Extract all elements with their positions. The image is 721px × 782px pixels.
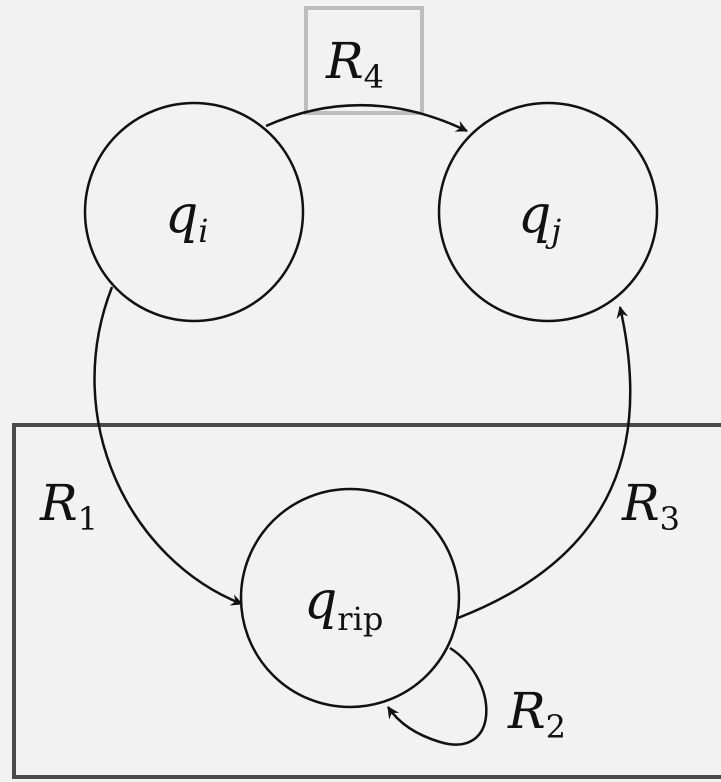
edge-qrip-qj	[457, 306, 632, 620]
label-r1: R1	[39, 474, 98, 538]
svg-text:qi: qi	[165, 185, 209, 250]
state-qj: qj	[437, 101, 659, 323]
label-r4: R4	[325, 32, 384, 96]
state-qrip-letter: q	[304, 571, 337, 631]
svg-text:qj: qj	[518, 185, 561, 250]
state-qi-letter: q	[165, 185, 198, 245]
edge-qrip-self	[386, 646, 488, 746]
svg-text:qrip: qrip	[304, 571, 383, 638]
label-r2-letter: R	[507, 682, 546, 740]
state-qi-sub: i	[198, 212, 208, 250]
edge-qi-qrip	[93, 286, 243, 606]
label-r3: R3	[621, 474, 680, 538]
state-qj-letter: q	[518, 185, 551, 245]
label-r4-sub: 4	[364, 58, 384, 96]
rip-region-frame	[12, 423, 721, 779]
label-r1-sub: 1	[78, 500, 98, 538]
edge-qi-qj	[265, 103, 468, 133]
label-r1-letter: R	[39, 474, 78, 532]
label-r3-sub: 3	[660, 500, 680, 538]
label-r2: R2	[507, 682, 566, 746]
label-r2-sub: 2	[546, 708, 566, 746]
r4-highlight-box	[304, 6, 424, 115]
state-qrip: qrip	[239, 487, 461, 709]
label-r3-letter: R	[621, 474, 660, 532]
state-qrip-sub: rip	[337, 600, 383, 638]
label-r4-letter: R	[325, 32, 364, 90]
state-qi: qi	[83, 101, 305, 323]
